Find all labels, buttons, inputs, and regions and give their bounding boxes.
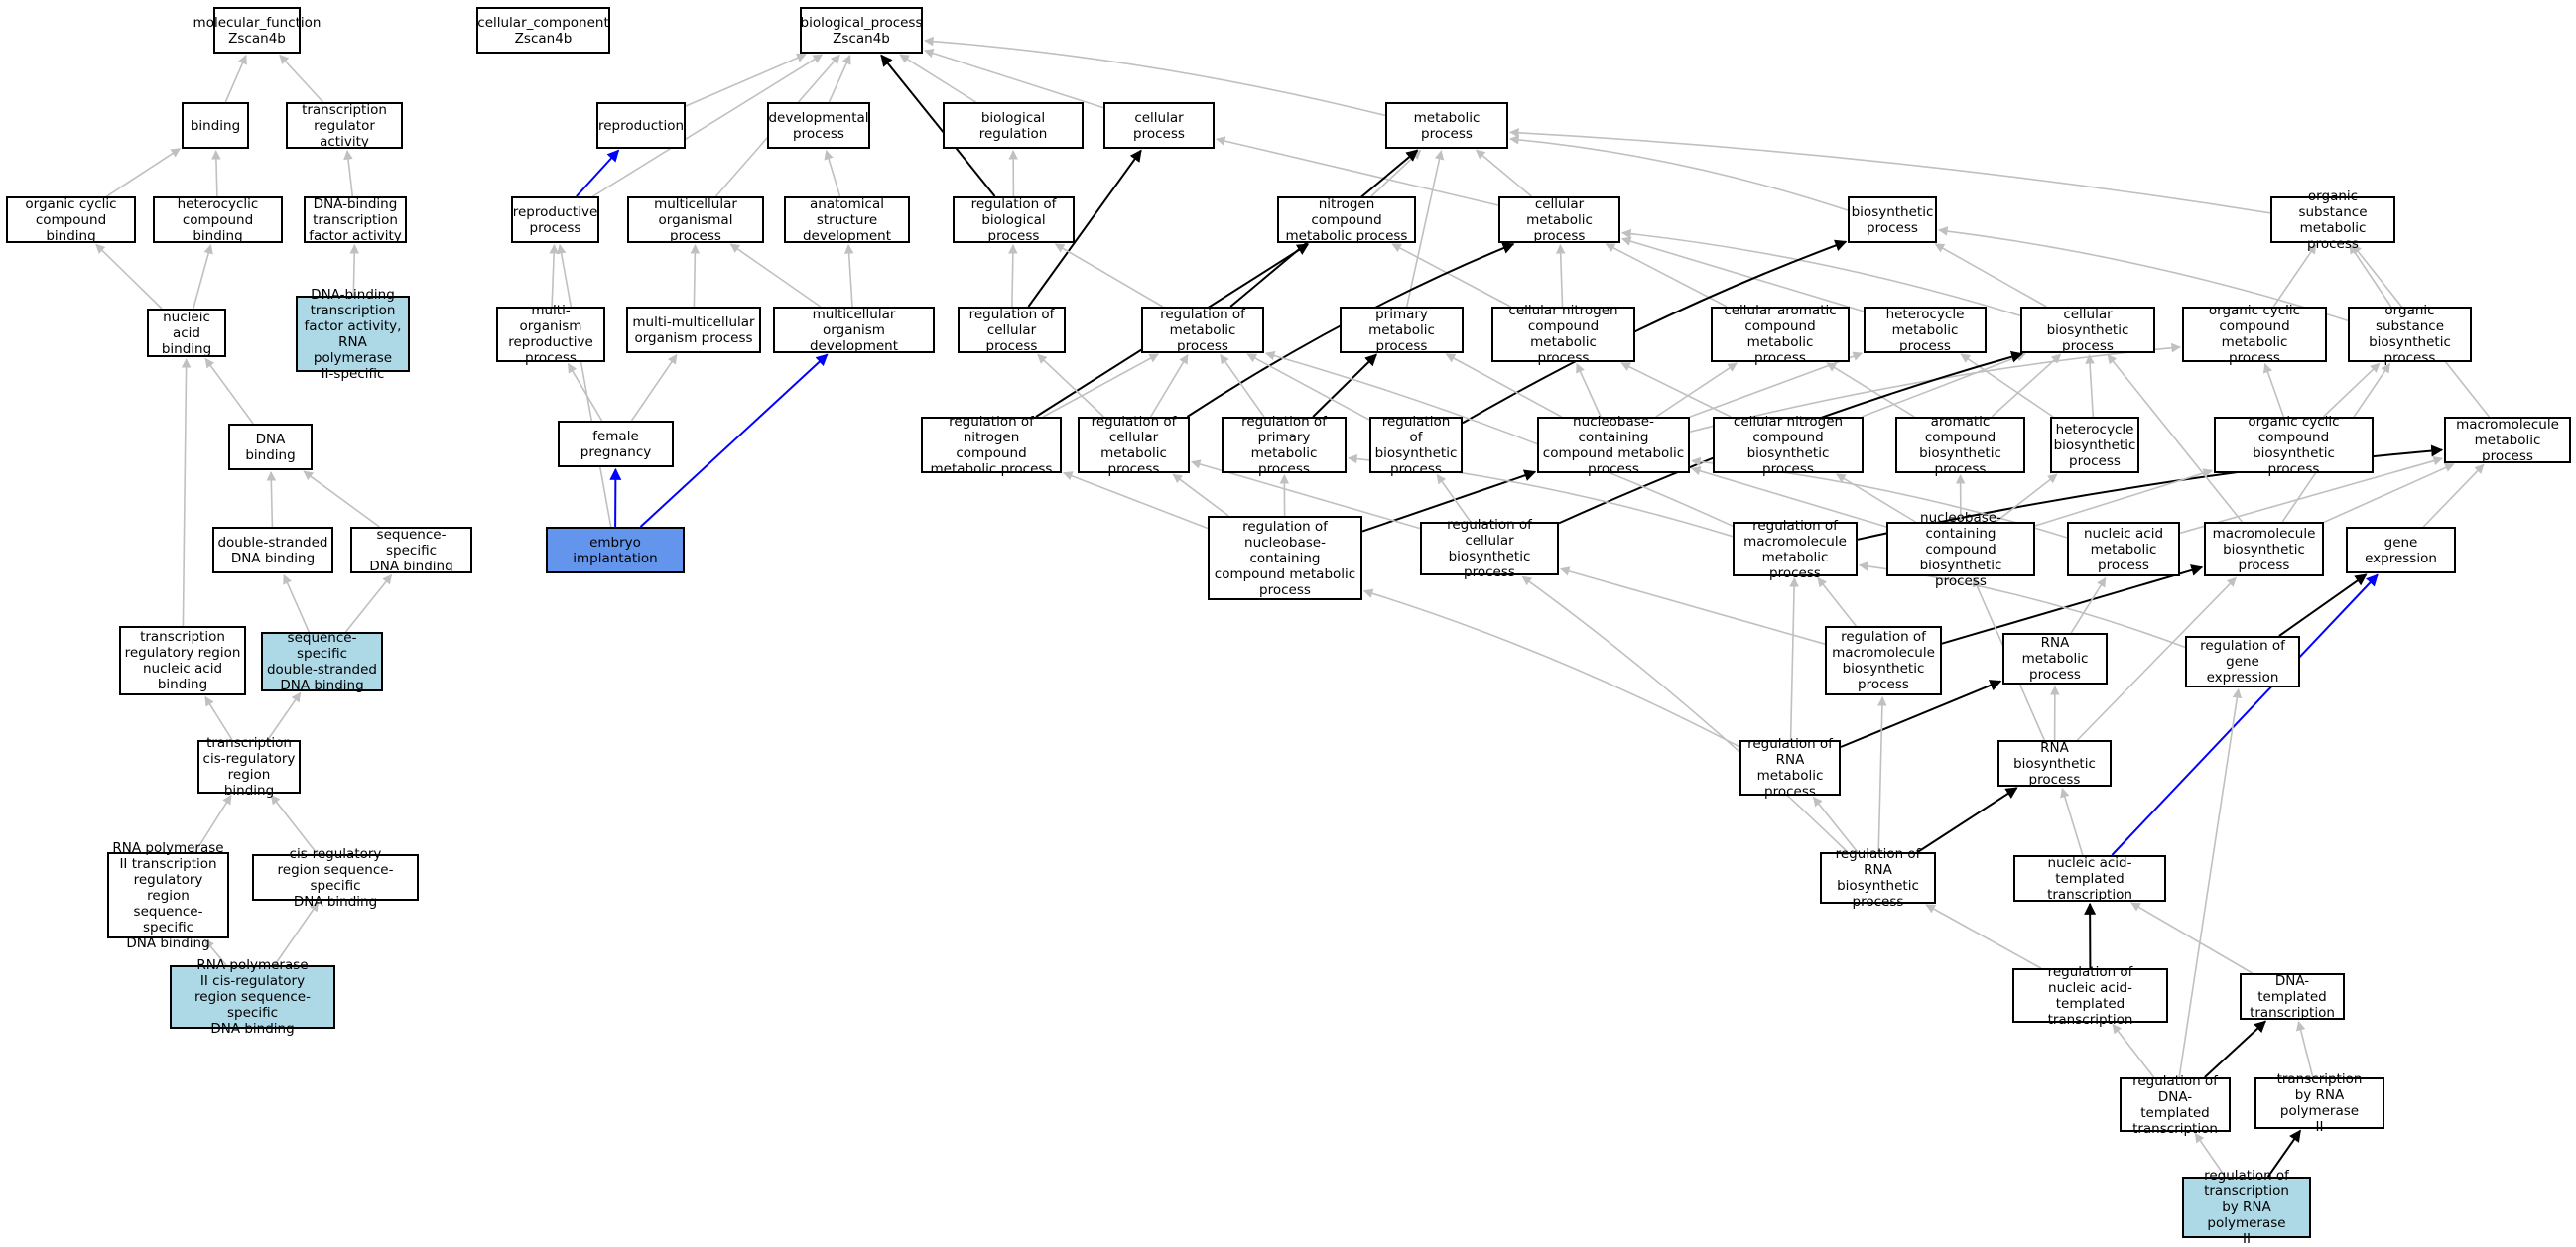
go-term-node[interactable]: regulation of cellular biosynthetic proc… xyxy=(1420,522,1559,575)
go-term-node[interactable]: binding xyxy=(182,102,249,149)
go-term-node[interactable]: cellular process xyxy=(1103,102,1215,149)
go-term-node[interactable]: cellular_component Zscan4b xyxy=(476,7,610,54)
go-term-node[interactable]: RNA polymerase II cis-regulatory region … xyxy=(170,965,335,1029)
go-term-node[interactable]: DNA-binding transcription factor activit… xyxy=(296,296,410,372)
go-term-node[interactable]: heterocycle metabolic process xyxy=(1864,307,1987,353)
go-term-node[interactable]: multi-multicellular organism process xyxy=(626,307,761,353)
go-term-node[interactable]: metabolic process xyxy=(1385,102,1508,149)
go-term-node[interactable]: regulation of transcription by RNA polym… xyxy=(2182,1177,2311,1238)
go-term-node[interactable]: heterocyclic compound binding xyxy=(153,196,283,243)
go-term-node[interactable]: RNA metabolic process xyxy=(2002,633,2108,685)
go-term-node[interactable]: multicellular organismal process xyxy=(627,196,764,243)
go-term-node[interactable]: female pregnancy xyxy=(558,421,674,467)
go-term-node[interactable]: transcription regulatory region nucleic … xyxy=(119,626,246,695)
go-term-node[interactable]: cellular nitrogen compound biosynthetic … xyxy=(1713,417,1864,473)
go-term-node[interactable]: regulation of primary metabolic process xyxy=(1222,417,1347,473)
go-term-node[interactable]: regulation of nitrogen compound metaboli… xyxy=(921,417,1062,473)
go-term-node[interactable]: regulation of RNA biosynthetic process xyxy=(1820,852,1936,904)
go-term-node[interactable]: regulation of RNA metabolic process xyxy=(1739,740,1841,796)
go-term-node[interactable]: macromolecule metabolic process xyxy=(2444,417,2571,463)
go-term-node[interactable]: molecular_function Zscan4b xyxy=(213,7,301,54)
go-term-node[interactable]: regulation of macromolecule metabolic pr… xyxy=(1733,522,1858,576)
go-term-node[interactable]: gene expression xyxy=(2346,527,2456,573)
go-term-node[interactable]: biological_process Zscan4b xyxy=(800,7,923,54)
go-term-node[interactable]: nucleobase-containing compound biosynthe… xyxy=(1886,522,2035,576)
go-term-node[interactable]: regulation of nucleic acid-templated tra… xyxy=(2012,968,2168,1023)
go-term-node[interactable]: multicellular organism development xyxy=(773,307,935,353)
go-term-node[interactable]: heterocycle biosynthetic process xyxy=(2050,417,2139,473)
go-term-node[interactable]: organic cyclic compound metabolic proces… xyxy=(2182,307,2327,362)
go-term-node[interactable]: regulation of macromolecule biosynthetic… xyxy=(1825,626,1942,695)
go-term-node[interactable]: organic cyclic compound binding xyxy=(6,196,136,243)
go-term-node[interactable]: regulation of metabolic process xyxy=(1141,307,1264,353)
go-term-node[interactable]: primary metabolic process xyxy=(1340,307,1464,353)
go-term-node[interactable]: macromolecule biosynthetic process xyxy=(2204,522,2324,576)
go-term-node[interactable]: organic cyclic compound biosynthetic pro… xyxy=(2214,417,2374,473)
go-term-node[interactable]: reproductive process xyxy=(511,196,599,243)
go-term-node[interactable]: aromatic compound biosynthetic process xyxy=(1895,417,2025,473)
go-term-node[interactable]: regulation of biological process xyxy=(953,196,1075,243)
go-term-node[interactable]: sequence-specific double-stranded DNA bi… xyxy=(261,632,383,691)
go-term-node[interactable]: cellular biosynthetic process xyxy=(2020,307,2155,353)
go-term-node[interactable]: anatomical structure development xyxy=(784,196,910,243)
go-term-node[interactable]: DNA-binding transcription factor activit… xyxy=(304,196,407,243)
go-term-node[interactable]: regulation of nucleobase-containing comp… xyxy=(1208,516,1362,600)
go-term-node[interactable]: cellular nitrogen compound metabolic pro… xyxy=(1491,307,1635,362)
go-term-node[interactable]: regulation of cellular process xyxy=(958,307,1066,353)
go-term-node[interactable]: RNA polymerase II transcription regulato… xyxy=(107,852,229,938)
go-term-node[interactable]: regulation of biosynthetic process xyxy=(1369,417,1463,473)
go-term-node[interactable]: RNA biosynthetic process xyxy=(1997,740,2112,787)
go-term-node[interactable]: nucleobase-containing compound metabolic… xyxy=(1537,417,1690,473)
go-term-node[interactable]: biosynthetic process xyxy=(1848,196,1937,243)
go-term-node[interactable]: transcription regulator activity xyxy=(286,102,403,149)
go-term-node[interactable]: multi-organism reproductive process xyxy=(496,307,605,362)
go-term-node[interactable]: regulation of cellular metabolic process xyxy=(1078,417,1190,473)
go-term-node[interactable]: cellular aromatic compound metabolic pro… xyxy=(1711,307,1850,362)
go-term-node[interactable]: biological regulation xyxy=(943,102,1084,149)
go-term-node[interactable]: sequence-specific DNA binding xyxy=(350,527,472,573)
go-term-node[interactable]: cellular metabolic process xyxy=(1498,196,1620,243)
go-term-node[interactable]: reproduction xyxy=(596,102,686,149)
go-term-node[interactable]: organic substance metabolic process xyxy=(2270,196,2395,243)
go-term-node[interactable]: transcription by RNA polymerase II xyxy=(2254,1077,2384,1129)
go-term-node[interactable]: DNA binding xyxy=(228,424,313,470)
go-term-node[interactable]: regulation of gene expression xyxy=(2185,636,2300,687)
go-term-node[interactable]: double-stranded DNA binding xyxy=(212,527,333,573)
go-term-node[interactable]: nitrogen compound metabolic process xyxy=(1277,196,1416,243)
go-term-node[interactable]: cis-regulatory region sequence-specific … xyxy=(252,854,419,901)
go-term-node[interactable]: nucleic acid metabolic process xyxy=(2067,522,2180,576)
go-term-node[interactable]: DNA-templated transcription xyxy=(2240,973,2345,1020)
go-term-node[interactable]: transcription cis-regulatory region bind… xyxy=(197,740,301,794)
go-term-node[interactable]: organic substance biosynthetic process xyxy=(2348,307,2472,362)
go-term-node[interactable]: nucleic acid-templated transcription xyxy=(2013,855,2166,902)
go-term-node[interactable]: developmental process xyxy=(767,102,870,149)
go-term-node[interactable]: nucleic acid binding xyxy=(147,309,226,357)
go-term-node[interactable]: embryo implantation xyxy=(546,527,685,573)
go-term-node[interactable]: regulation of DNA-templated transcriptio… xyxy=(2120,1077,2231,1132)
